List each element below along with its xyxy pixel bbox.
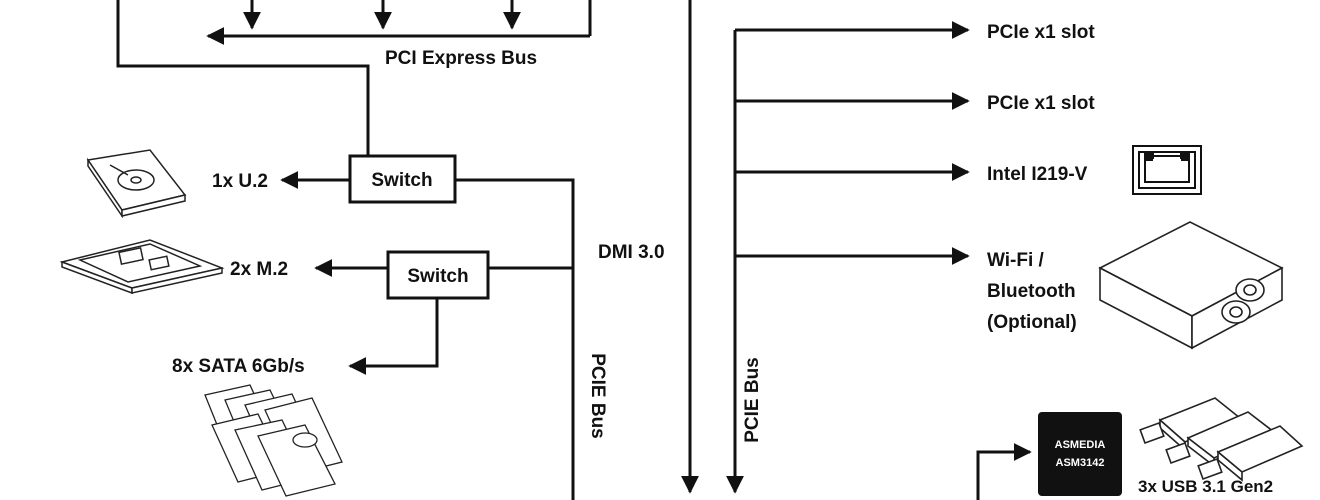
sata-drives-icon: [204, 384, 343, 497]
intel-lan-label: Intel I219-V: [987, 164, 1088, 185]
pcie-bus-left-line: [455, 178, 575, 500]
dmi-label: DMI 3.0: [598, 242, 665, 263]
pcie-slot-2-label: PCIe x1 slot: [987, 93, 1095, 114]
asmedia-line1: ASMEDIA: [1055, 439, 1106, 451]
pcie-bus-right-label: PCIE Bus: [742, 357, 763, 443]
pcie-bus-left-label: PCIE Bus: [587, 353, 608, 439]
switch-top-label: Switch: [371, 170, 432, 191]
switch-bottom: [386, 250, 490, 300]
u2-label: 1x U.2: [212, 171, 268, 192]
switch-top: [348, 154, 457, 204]
pci-express-bus-label: PCI Express Bus: [385, 48, 537, 69]
asmedia-arrow: [976, 443, 1032, 500]
sata-arrow: [348, 297, 439, 375]
sata-label: 8x SATA 6Gb/s: [172, 356, 305, 377]
m2-ssd-icon: [59, 239, 225, 295]
wifi-label-line2: Bluetooth: [987, 281, 1076, 302]
usb-label: 3x USB 3.1 Gen2: [1138, 477, 1273, 496]
asmedia-chip: [1038, 412, 1122, 496]
m2-label: 2x M.2: [230, 259, 288, 280]
ethernet-port-icon: [1132, 145, 1202, 195]
wifi-label-line3: (Optional): [987, 312, 1077, 333]
asmedia-line2: ASM3142: [1056, 457, 1105, 469]
wifi-label-line1: Wi-Fi /: [987, 250, 1045, 271]
pcie-slot-1-label: PCIe x1 slot: [987, 22, 1095, 43]
hdd-icon: [86, 149, 187, 219]
wifi-module-icon: [1098, 221, 1284, 350]
usb-sticks-icon: [1139, 397, 1304, 482]
gpu-switch-link: [116, 0, 370, 156]
switch-bottom-label: Switch: [407, 266, 468, 287]
